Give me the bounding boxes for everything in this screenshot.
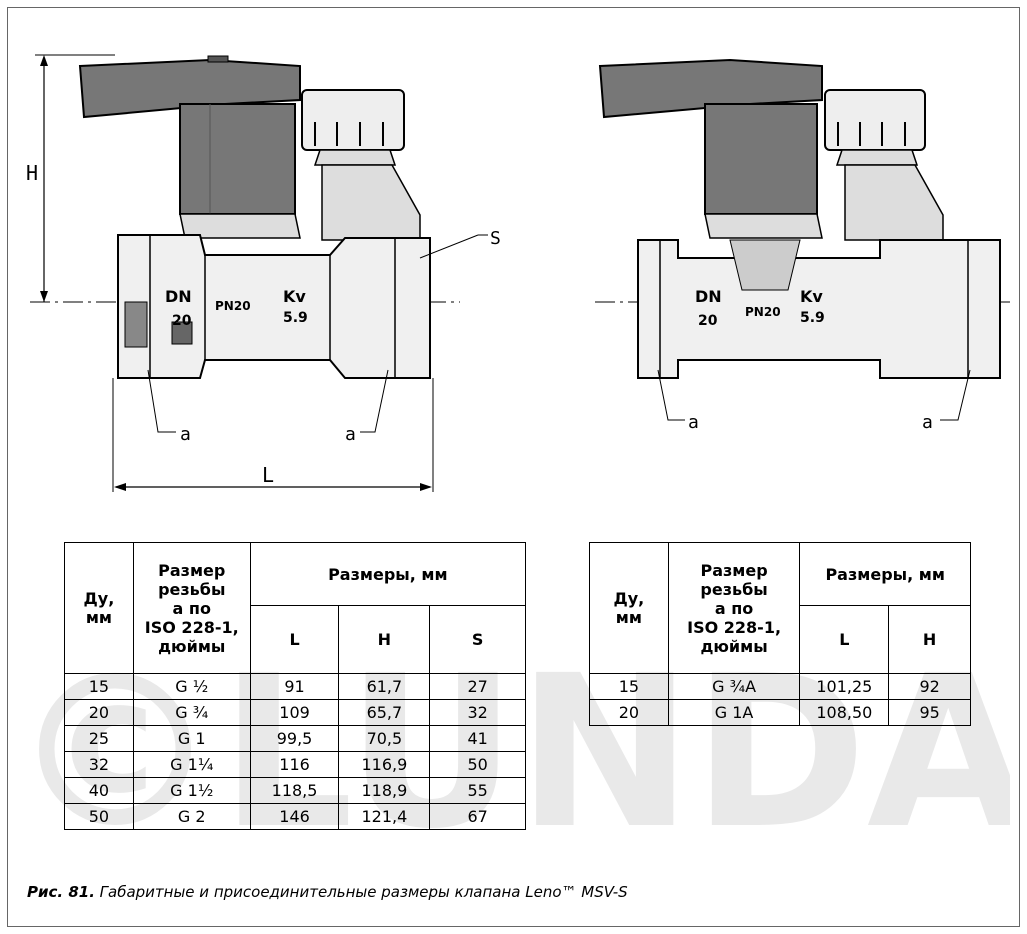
header-du: Ду,мм xyxy=(589,542,669,674)
table-cell: 50 xyxy=(429,751,526,778)
dim-l-label: L xyxy=(262,463,274,487)
header-thread-size: Размер резьбы а по ISO 228-1, дюймы xyxy=(132,542,251,674)
table-cell: 121,4 xyxy=(338,803,431,830)
figure-caption-text: Габаритные и присоединительные размеры к… xyxy=(94,883,628,901)
table-cell: 108,50 xyxy=(799,699,890,726)
table-cell: 15 xyxy=(589,673,669,700)
table-cell: 32 xyxy=(64,751,134,778)
table-cell: 118,5 xyxy=(249,777,340,804)
table-cell: 101,25 xyxy=(799,673,890,700)
dim-h-label: H xyxy=(26,161,38,185)
table-cell: 92 xyxy=(888,673,971,700)
table-cell: 55 xyxy=(429,777,526,804)
table-cell: 109 xyxy=(249,699,340,726)
dimensions-table-internal: Ду,мм Размер резьбы а по ISO 228-1, дюйм… xyxy=(64,542,527,830)
body-kv-value: 5.9 xyxy=(800,310,825,326)
valve-drawing-internal-thread: H DN 20 PN20 Kv 5.9 S a a L xyxy=(26,54,501,492)
dim-a-label-2: a xyxy=(922,412,933,433)
header-thread-size: Размер резьбы а по ISO 228-1, дюймы xyxy=(667,542,801,674)
header-sizes: Размеры, мм xyxy=(799,542,971,606)
dim-s-label: S xyxy=(490,228,501,249)
figure-caption: Рис. 81. Габаритные и присоединительные … xyxy=(27,883,628,901)
body-pn-label: PN20 xyxy=(745,305,781,319)
valve-drawing-external-thread: DN 20 PN20 Kv 5.9 a a xyxy=(595,58,1010,433)
table-cell: G ¾ xyxy=(132,699,251,726)
header-h: H xyxy=(338,605,431,674)
table-cell: 27 xyxy=(429,673,526,700)
table-cell: 41 xyxy=(429,725,526,752)
header-l: L xyxy=(799,605,890,674)
body-dn-label: DN xyxy=(695,287,722,306)
table-cell: G 1¼ xyxy=(132,751,251,778)
dim-a-label-2: a xyxy=(345,424,356,445)
table-cell: 67 xyxy=(429,803,526,830)
table-cell: 20 xyxy=(64,699,134,726)
dim-a-label-1: a xyxy=(180,424,191,445)
body-dn-value: 20 xyxy=(172,313,192,329)
header-sizes: Размеры, мм xyxy=(249,542,527,606)
page-frame xyxy=(7,7,1020,927)
table-cell: 91 xyxy=(249,673,340,700)
table-cell: 50 xyxy=(64,803,134,830)
body-dn-label: DN xyxy=(165,287,192,306)
table-cell: 32 xyxy=(429,699,526,726)
table-cell: G 2 xyxy=(132,803,251,830)
table-cell: G ¾A xyxy=(667,673,801,700)
header-h: H xyxy=(888,605,971,674)
table-cell: 61,7 xyxy=(338,673,431,700)
body-kv-value: 5.9 xyxy=(283,310,308,326)
table-cell: 116,9 xyxy=(338,751,431,778)
figure-number: Рис. 81. xyxy=(27,883,95,901)
table-cell: G 1 xyxy=(132,725,251,752)
table-cell: 99,5 xyxy=(249,725,340,752)
header-s: S xyxy=(429,605,526,674)
table-cell: 15 xyxy=(64,673,134,700)
body-pn-label: PN20 xyxy=(215,299,251,313)
dim-a-label-1: a xyxy=(688,412,699,433)
table-cell: 65,7 xyxy=(338,699,431,726)
table-cell: G 1½ xyxy=(132,777,251,804)
table-cell: 95 xyxy=(888,699,971,726)
table-cell: 20 xyxy=(589,699,669,726)
table-cell: 118,9 xyxy=(338,777,431,804)
table-cell: 25 xyxy=(64,725,134,752)
dimensions-table-external: Ду,мм Размер резьбы а по ISO 228-1, дюйм… xyxy=(589,542,971,726)
body-dn-value: 20 xyxy=(698,313,718,329)
table-cell: 40 xyxy=(64,777,134,804)
header-l: L xyxy=(249,605,340,674)
table-cell: 70,5 xyxy=(338,725,431,752)
body-kv-label: Kv xyxy=(800,287,823,306)
header-du: Ду,мм xyxy=(64,542,134,674)
table-cell: 116 xyxy=(249,751,340,778)
table-cell: 146 xyxy=(249,803,340,830)
table-cell: G ½ xyxy=(132,673,251,700)
body-kv-label: Kv xyxy=(283,287,306,306)
table-cell: G 1A xyxy=(667,699,801,726)
